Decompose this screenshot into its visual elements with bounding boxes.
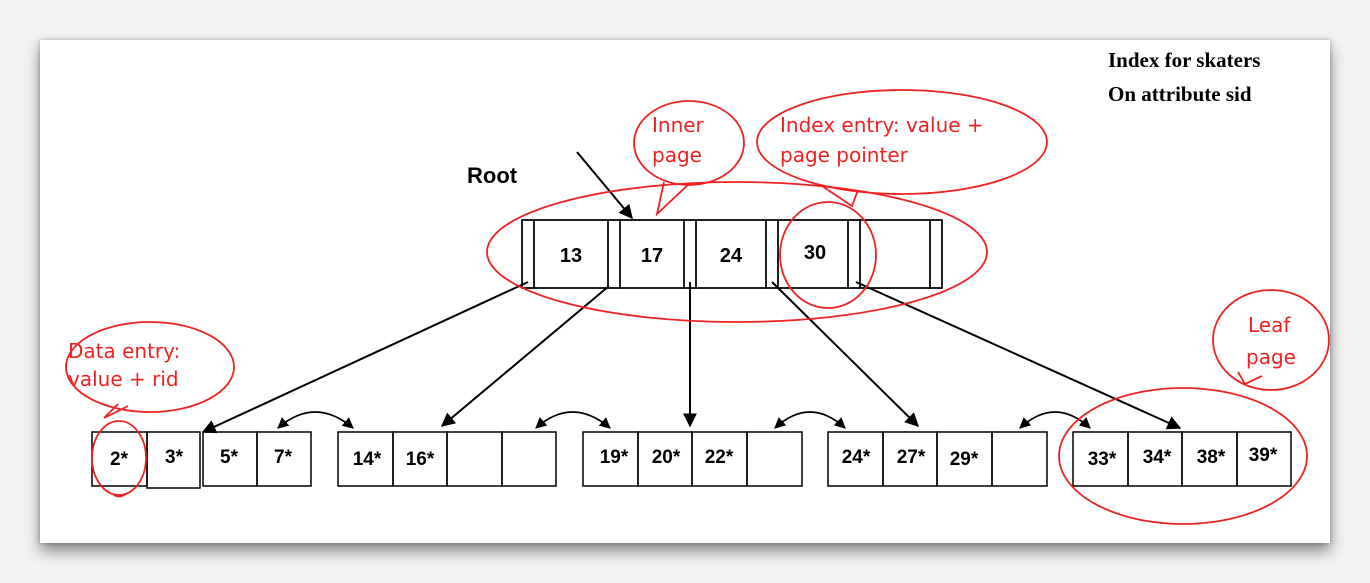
leaf-cell (446, 431, 503, 487)
leaf-cell (991, 431, 1048, 487)
root-pointer-2 (683, 219, 697, 289)
data-entry-highlight-circle (91, 420, 147, 496)
index-entry-highlight-circle (779, 201, 877, 309)
inner-page-callout-tail (655, 181, 691, 217)
data-entry-tick (112, 493, 127, 498)
leaf-page-4: 33* 34* 38* 39* (1072, 431, 1292, 487)
root-pointer-4 (847, 219, 861, 289)
index-entry-annotation-line-1: Index entry: value + (780, 113, 984, 137)
leaf-entry: 3* (165, 447, 184, 468)
leaf-page-0: 2* 3* 5* 7* (91, 431, 312, 489)
leaf-entry: 27* (897, 447, 926, 468)
leaf-entry: 14* (353, 449, 382, 470)
index-entry-annotation-line-2: page pointer (780, 143, 908, 167)
index-entry-callout-bubble (756, 89, 1048, 195)
leaf-entry: 19* (600, 447, 629, 468)
leaf-cell (256, 431, 312, 487)
leaf-entry: 22* (705, 447, 734, 468)
slide-canvas (40, 40, 1330, 543)
index-entry-callout-tail (821, 185, 859, 208)
root-pointer-3 (765, 219, 779, 289)
leaf-cell (501, 431, 557, 487)
data-entry-callout-bubble (65, 321, 235, 413)
diagram-title-line-2: On attribute sid (1108, 82, 1252, 106)
leaf-page-annotation-line-1: Leaf (1248, 313, 1291, 337)
leaf-page-callout-bubble (1212, 289, 1330, 391)
root-key-0: 13 (560, 245, 582, 267)
sibling-arrow-3 (1019, 411, 1091, 429)
pointer-arrow-1 (440, 285, 610, 427)
leaf-page-ellipse (1058, 387, 1308, 525)
pointer-arrow-0 (201, 281, 529, 434)
root-pointer-5 (929, 219, 943, 289)
pointer-arrow-3 (771, 281, 919, 427)
root-label: Root (467, 163, 518, 188)
leaf-entry: 7* (274, 447, 293, 468)
leaf-cell (1236, 431, 1292, 487)
root-pointer-1 (607, 219, 621, 289)
diagram-title-line-1: Index for skaters (1108, 48, 1261, 72)
leaf-entry: 16* (406, 449, 435, 470)
leaf-page-annotation-line-2: page (1246, 345, 1296, 369)
leaf-entry: 20* (652, 447, 681, 468)
root-pointer-arrow (576, 151, 633, 220)
inner-page-ellipse (486, 181, 988, 323)
leaf-entry: 5* (220, 447, 239, 468)
leaf-page-2: 19* 20* 22* (582, 431, 803, 487)
leaf-entry: 33* (1088, 449, 1117, 470)
root-node: 13 17 24 30 (521, 219, 943, 289)
leaf-entry: 39* (1249, 445, 1278, 466)
pointer-arrow-4 (855, 281, 1182, 430)
data-entry-annotation-line-1: Data entry: (68, 339, 181, 363)
inner-page-annotation-line-2: page (652, 143, 702, 167)
sibling-arrow-1 (535, 411, 611, 429)
leaf-entry: 24* (842, 447, 871, 468)
leaf-page-3: 24* 27* 29* (827, 431, 1048, 487)
pointer-arrows (201, 151, 1182, 434)
root-key-3: 30 (804, 242, 826, 264)
leaf-cell (746, 431, 803, 487)
leaf-cell (146, 431, 201, 489)
leaf-entry: 29* (950, 449, 979, 470)
sibling-arrow-0 (277, 411, 354, 429)
leaf-page-callout-tail (1237, 371, 1263, 386)
root-key-1: 17 (641, 245, 663, 267)
leaf-entry: 2* (110, 449, 129, 470)
root-key-2: 24 (720, 245, 743, 267)
annotation-shapes (65, 89, 1330, 525)
data-entry-callout-tail (103, 403, 129, 419)
leaf-page-1: 14* 16* (337, 431, 557, 487)
root-pointer-0 (521, 219, 535, 289)
sibling-arrow-2 (774, 411, 846, 429)
data-entry-annotation-line-2: value + rid (68, 367, 179, 391)
leaf-entry: 38* (1197, 447, 1226, 468)
sibling-arrows (277, 411, 1091, 429)
leaf-entry: 34* (1143, 447, 1172, 468)
inner-page-annotation-line-1: Inner (652, 113, 704, 137)
